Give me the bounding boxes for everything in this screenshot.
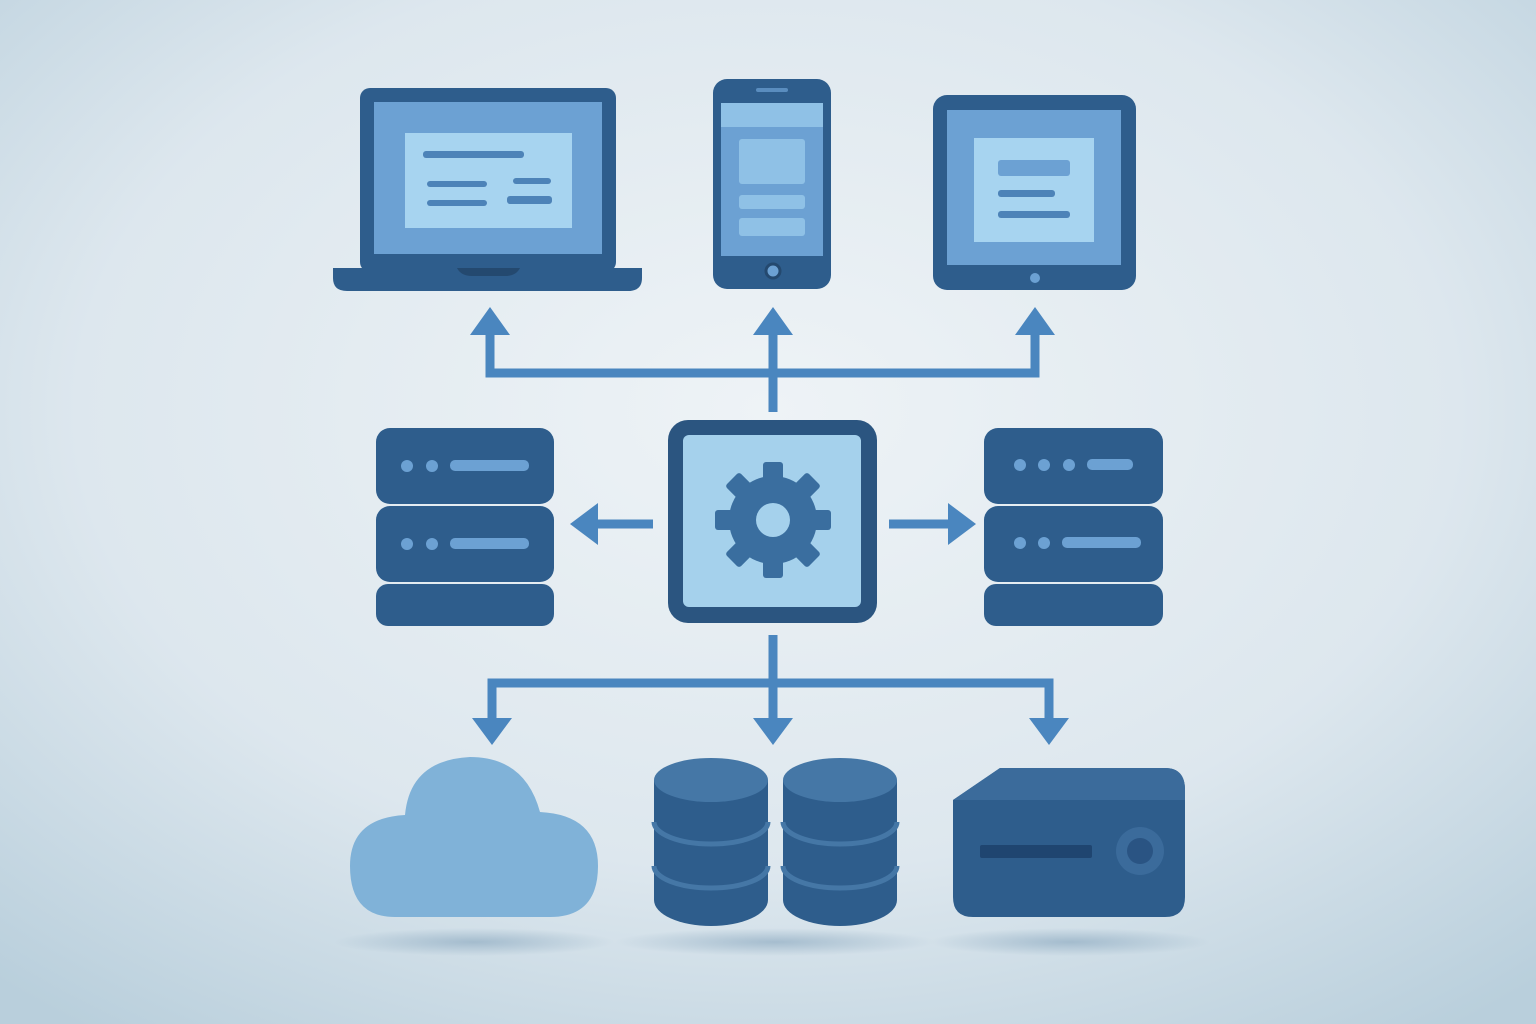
- cloud-icon: [350, 757, 598, 917]
- central-hub: [668, 420, 877, 623]
- server-rack-icon-left: [376, 428, 554, 626]
- database-icon: [651, 758, 900, 926]
- shadow: [930, 928, 1210, 956]
- arrows-to-clients: [485, 335, 1040, 412]
- server-rack-icon-right: [984, 428, 1163, 626]
- shadow: [615, 928, 935, 956]
- laptop-icon: [333, 88, 642, 291]
- smartphone-icon: [713, 79, 831, 289]
- tablet-icon: [933, 95, 1136, 290]
- arrows-to-storage: [487, 635, 1054, 720]
- arrowheads-up: [470, 307, 1055, 335]
- gear-icon: [715, 462, 831, 578]
- arrow-to-left-server: [570, 503, 653, 545]
- arrow-to-right-server: [889, 503, 976, 545]
- storage-device-icon: [953, 768, 1185, 917]
- shadow: [334, 928, 614, 956]
- arrowheads-down: [472, 718, 1069, 745]
